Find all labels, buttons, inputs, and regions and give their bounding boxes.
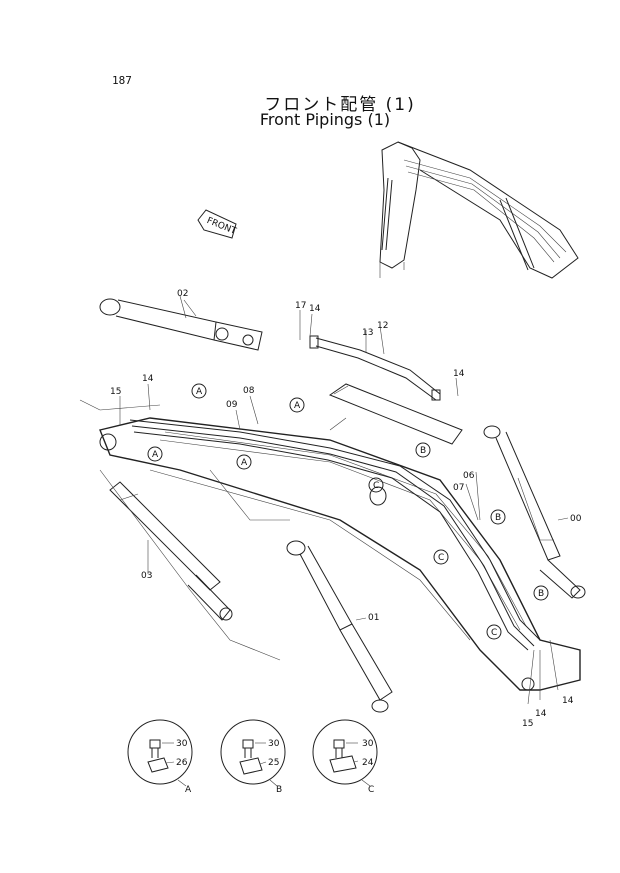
callout-14-a: 14	[309, 304, 321, 314]
callout-14-e: 14	[562, 696, 574, 706]
page-number: 187	[112, 74, 132, 87]
ref-c-1: C	[373, 481, 379, 491]
front-label: FRONT	[205, 216, 238, 237]
ref-c-3: C	[491, 628, 497, 638]
ref-a-1: A	[196, 387, 203, 397]
detail-a-bolt: 30	[176, 739, 188, 749]
ref-a-4: A	[241, 458, 248, 468]
pipes-08-09	[129, 419, 541, 651]
title-english: Front Pipings (1)	[259, 110, 391, 129]
detail-b-clamp: 25	[268, 758, 279, 768]
cylinder-02	[99, 295, 263, 351]
detail-view-c: 30 24 C	[312, 719, 378, 795]
callout-13: 13	[362, 328, 373, 338]
ref-c-2: C	[438, 553, 444, 563]
cylinder-01	[286, 486, 393, 713]
callout-00: 00	[570, 514, 582, 524]
overview-thumbnail	[379, 141, 579, 279]
detail-c-bolt: 30	[362, 739, 374, 749]
ref-b-1: B	[420, 446, 426, 456]
detail-a-label: A	[185, 785, 192, 795]
callout-14-c: 14	[142, 374, 154, 384]
detail-b-label: B	[276, 785, 282, 795]
detail-c-label: C	[368, 785, 374, 795]
callout-15-a: 15	[110, 387, 121, 397]
cylinder-03	[99, 469, 281, 661]
detail-a-clamp: 26	[176, 758, 188, 768]
detail-b-bolt: 30	[268, 739, 280, 749]
callout-17: 17	[295, 301, 306, 311]
callout-15-b: 15	[522, 719, 533, 729]
ref-b-2: B	[495, 513, 501, 523]
leader-lines	[119, 299, 569, 705]
callout-06: 06	[463, 471, 475, 481]
ref-a-2: A	[294, 401, 301, 411]
boom-body	[79, 399, 581, 691]
callout-14-d: 14	[535, 709, 547, 719]
callout-08: 08	[243, 386, 255, 396]
title-japanese: フロント配管 (1)	[264, 95, 416, 115]
ref-b-3: B	[538, 589, 544, 599]
callout-12: 12	[377, 321, 388, 331]
ref-a-3: A	[152, 450, 159, 460]
cylinder-00	[483, 425, 586, 599]
callout-02: 02	[177, 289, 188, 299]
section-ref-markers: A A A A B B B C C C	[147, 383, 549, 640]
callout-01: 01	[368, 613, 379, 623]
callout-07: 07	[453, 483, 464, 493]
detail-c-clamp: 24	[362, 758, 374, 768]
callout-14-b: 14	[453, 369, 465, 379]
hose-12-13	[309, 335, 441, 401]
detail-view-b: 30 25 B	[220, 719, 286, 795]
detail-view-a: 30 26 A	[127, 719, 193, 795]
front-direction-arrow: FRONT	[197, 209, 238, 239]
boom-plate	[328, 383, 463, 445]
callout-03: 03	[141, 571, 152, 581]
callout-09: 09	[226, 400, 238, 410]
